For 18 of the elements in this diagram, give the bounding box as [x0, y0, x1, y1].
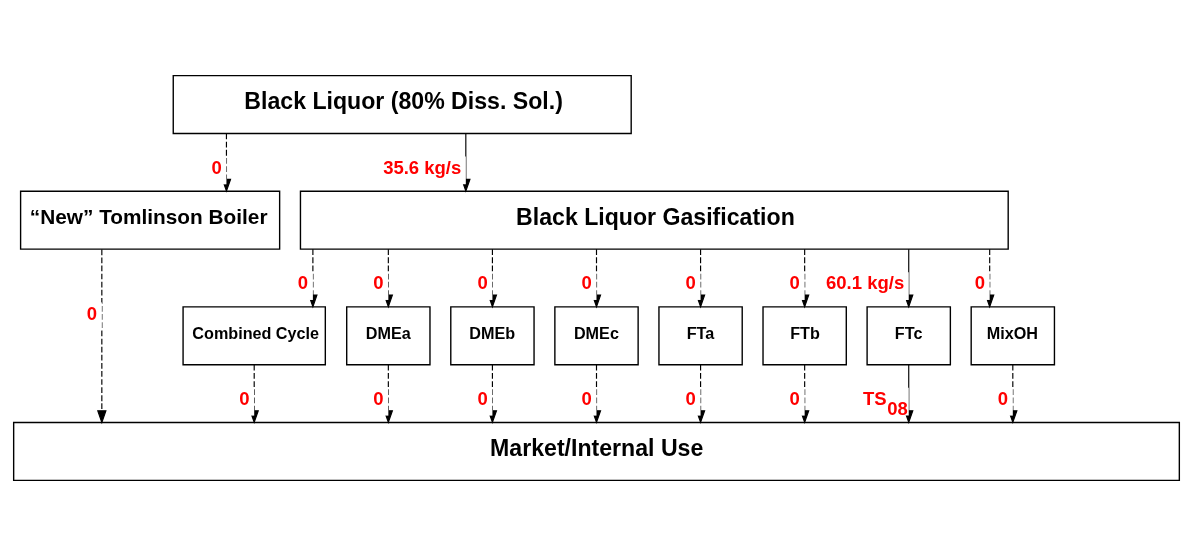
edge-label: 0: [581, 272, 592, 294]
edge-label: 0: [373, 272, 384, 294]
edge-label: 0: [789, 272, 800, 294]
edge-label: 0: [685, 387, 696, 409]
edge-label: 0: [477, 272, 488, 294]
edge-label: 0: [373, 387, 384, 409]
edge-label: 0: [974, 272, 985, 294]
edge-label: 0: [211, 156, 222, 178]
edge-label: 0: [477, 387, 488, 409]
edge-label: 0: [997, 387, 1009, 409]
edge-label: 35.6 kg/s: [383, 156, 462, 178]
edge-label: 0: [297, 272, 309, 294]
edge-label: 0: [789, 387, 800, 409]
edge-label: 0: [86, 302, 98, 324]
edge-label: 0: [581, 387, 592, 409]
edge-label: 0: [239, 387, 250, 409]
edge-label: 60.1 kg/s: [826, 272, 905, 294]
edge-label: 0: [685, 272, 696, 294]
